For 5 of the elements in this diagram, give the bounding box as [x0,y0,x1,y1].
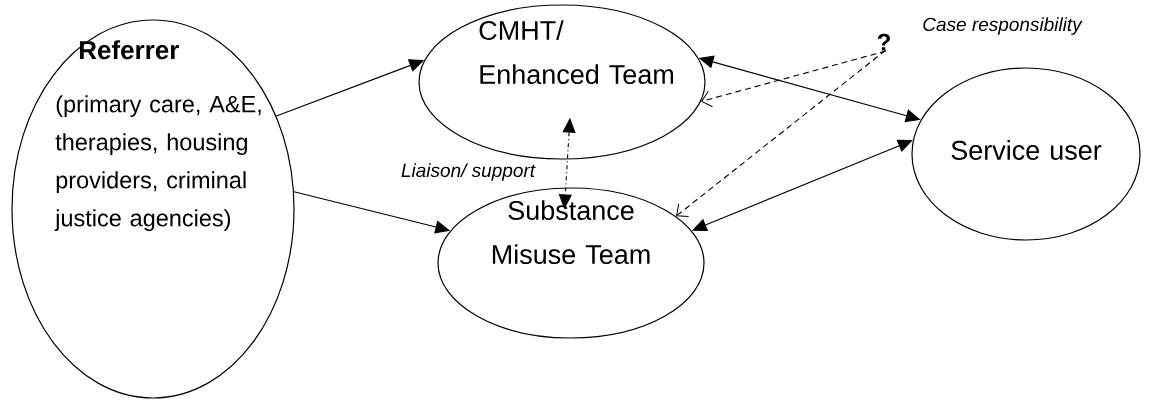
arrow [701,50,887,108]
annotation: Case responsibility [923,17,1083,35]
edge-label: Liaison/ support [399,162,537,182]
question-mark: ? [877,33,890,51]
arrow [676,49,887,217]
